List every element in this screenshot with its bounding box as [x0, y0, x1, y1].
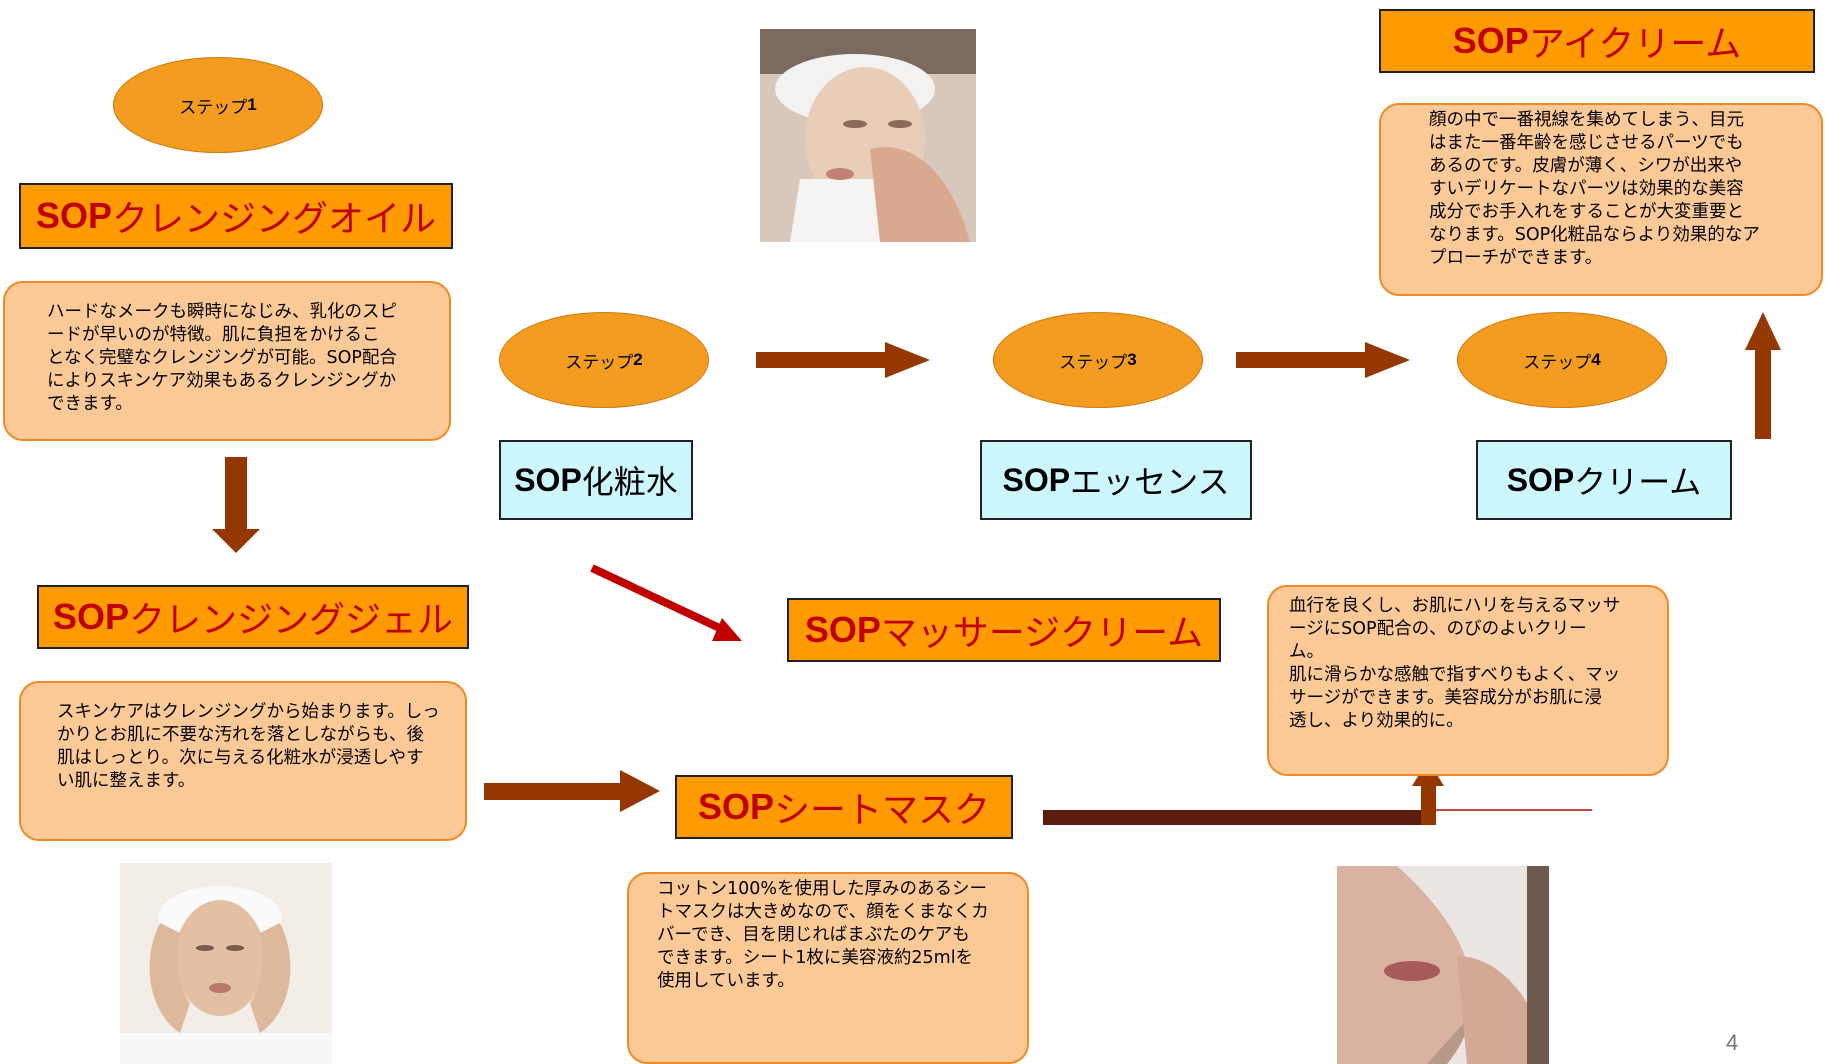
step4-number: 4 — [1591, 350, 1601, 369]
arrow-right-step2-to-step3 — [756, 342, 930, 378]
arrow-up-cream-to-eyecream — [1745, 312, 1781, 439]
step2-number: 2 — [633, 350, 643, 369]
description-cleansing-gel: スキンケアはクレンジングから始まります。しっ かりとお肌に不要な汚れを落としなが… — [19, 681, 467, 841]
arrow-diagonal-to-massage — [590, 564, 742, 641]
arrow-right-step3-to-step4 — [1236, 342, 1410, 378]
product-title-cream: SOP クリーム — [1476, 440, 1732, 520]
photo-facial-massage — [120, 863, 332, 1064]
description-sheet-mask: コットン100%を使用した厚みのあるシー トマスクは大きめなので、顔をくまなくカ… — [627, 872, 1029, 1064]
step3-number: 3 — [1127, 350, 1137, 369]
step1-label: ステップ — [179, 97, 248, 118]
step4-label: ステップ — [1523, 352, 1592, 373]
arrow-right-gel-to-mask — [484, 770, 660, 812]
step3-label: ステップ — [1059, 352, 1128, 373]
product-title-essence: SOP エッセンス — [980, 440, 1252, 520]
description-eye-cream: 顔の中で一番視線を集めてしまう、目元 はまた一番年齢を感じさせるパーツでも ある… — [1379, 103, 1823, 296]
photo-sheet-mask-face — [1337, 866, 1549, 1064]
step1-number: 1 — [247, 95, 257, 114]
arrow-elbow-mask-to-massage — [1043, 760, 1592, 825]
description-massage-cream: 血行を良くし、お肌にハリを与えるマッサ ージにSOP配合の、のびのよいクリー ム… — [1267, 585, 1669, 776]
description-cleansing-oil: ハードなメークも瞬時になじみ、乳化のスピ ードが早いのが特徴。肌に負担をかけるこ… — [3, 281, 451, 441]
page-number: 4 — [1726, 1030, 1739, 1055]
photo-sheet-mask-application — [760, 29, 976, 242]
arrow-down-oil-to-gel — [212, 457, 260, 553]
step2-label: ステップ — [565, 352, 634, 373]
